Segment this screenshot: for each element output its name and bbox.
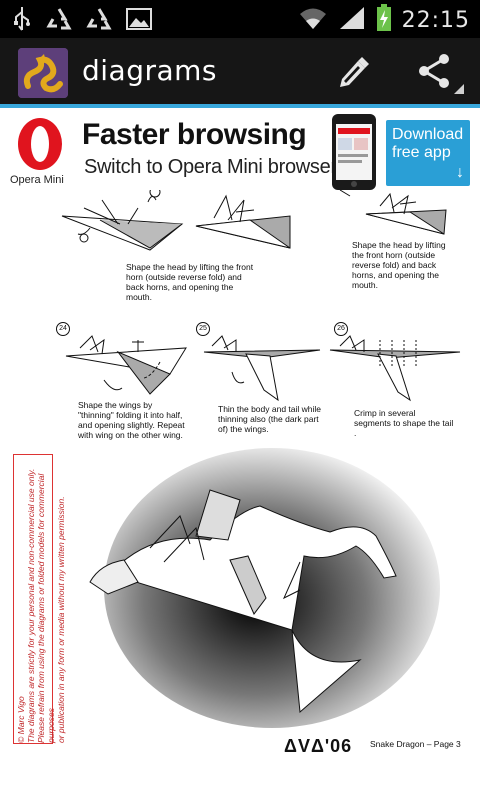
- ad-subline: Switch to Opera Mini browser: [84, 156, 337, 178]
- app-icon[interactable]: [18, 48, 68, 98]
- page-label: Snake Dragon – Page 3: [370, 739, 461, 749]
- edit-icon: [334, 51, 374, 96]
- step-number: 25: [196, 322, 210, 336]
- download-button[interactable]: Download free app ↓: [386, 120, 470, 186]
- ad-banner[interactable]: Opera Mini Faster browsing Switch to Ope…: [0, 112, 480, 190]
- step-caption: Shape the wings by "thinning" folding it…: [78, 400, 185, 440]
- author-signature: ΔVΔ'06: [284, 736, 353, 756]
- step-caption: Shape the head by lifting the front horn…: [126, 262, 254, 302]
- download-arrow-icon: ↓: [456, 164, 464, 181]
- action-bar: diagrams: [0, 38, 480, 108]
- image-icon: [126, 6, 152, 37]
- edit-button[interactable]: [330, 50, 378, 96]
- opera-logo-icon: [12, 116, 68, 172]
- step-caption: Thin the body and tail while thinning al…: [218, 404, 322, 434]
- copyright-text: © Marc Vigo The diagrams are strictly fo…: [16, 468, 66, 743]
- step-caption: Shape the head by lifting the front horn…: [352, 240, 446, 290]
- battery-charging-icon: [376, 4, 392, 37]
- download-label: Download: [392, 126, 464, 143]
- step-number: 24: [56, 322, 70, 336]
- usb-icon: [12, 6, 32, 37]
- ad-headline: Faster browsing: [82, 118, 307, 151]
- status-bar: 22:15: [0, 0, 480, 38]
- origami-diagram-drawings: [61, 190, 461, 728]
- step-number: 26: [334, 322, 348, 336]
- status-clock: 22:15: [401, 8, 470, 33]
- app-title: diagrams: [82, 54, 218, 87]
- phone-image: [332, 114, 376, 190]
- download-sublabel: free app: [392, 144, 451, 161]
- recycle-icon: [86, 6, 112, 37]
- wifi-icon: [298, 5, 328, 36]
- diagram-page[interactable]: 24 25 26 Shape the head by lifting the f…: [0, 190, 480, 800]
- share-button[interactable]: [410, 50, 458, 96]
- copyright-notice: © Marc Vigo The diagrams are strictly fo…: [13, 454, 66, 744]
- signal-icon: [338, 5, 366, 36]
- ad-brand: Opera Mini: [10, 174, 64, 186]
- recycle-icon: [46, 6, 72, 37]
- overflow-indicator-icon: [454, 84, 464, 94]
- share-icon: [414, 51, 454, 96]
- step-caption: Crimp in several segments to shape the t…: [354, 408, 454, 438]
